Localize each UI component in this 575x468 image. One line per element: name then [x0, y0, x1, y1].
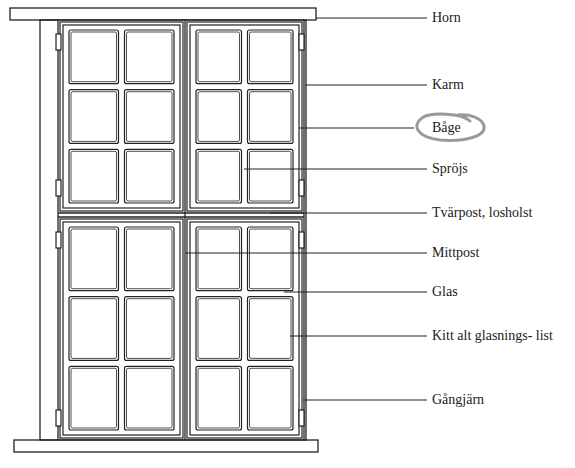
hinge — [56, 34, 61, 50]
glass-pane — [196, 90, 242, 144]
leader-line — [284, 292, 427, 293]
part-label: Spröjs — [432, 160, 468, 178]
hinge — [299, 34, 304, 50]
putty-line — [127, 229, 173, 289]
part-label: Glas — [432, 283, 458, 301]
putty-line — [71, 229, 117, 289]
putty-line — [198, 151, 240, 201]
putty-line — [198, 32, 240, 82]
glass-pane — [196, 30, 242, 84]
glass-pane — [69, 297, 119, 361]
leader-line — [185, 253, 427, 254]
hinge — [56, 232, 61, 248]
part-label: Mittpost — [432, 244, 479, 262]
glass-pane — [125, 90, 175, 144]
putty-line — [71, 368, 117, 428]
part-label: Horn — [432, 9, 461, 27]
glass-pane — [196, 297, 242, 361]
putty-line — [250, 151, 292, 201]
putty-line — [198, 92, 240, 142]
hinge — [56, 410, 61, 426]
glass-pane — [248, 149, 294, 203]
sash-inner — [190, 222, 299, 435]
part-label: Kitt alt glasnings- list — [432, 325, 560, 347]
part-label: Gångjärn — [432, 391, 484, 409]
highlight-circle — [417, 114, 484, 140]
glass-pane — [69, 149, 119, 203]
putty-line — [127, 32, 173, 82]
glass-pane — [69, 227, 119, 291]
sash-bage — [187, 22, 302, 211]
leader-line — [244, 169, 427, 170]
glass-pane — [196, 149, 242, 203]
leader-line — [299, 128, 414, 129]
leader-line — [290, 336, 427, 337]
sash-inner — [63, 222, 180, 435]
leader-line — [305, 85, 427, 86]
glass-pane — [248, 90, 294, 144]
glass-pane — [125, 366, 175, 430]
leader-line — [303, 400, 427, 401]
glass-pane — [248, 227, 294, 291]
leader-line — [270, 213, 427, 214]
leader-line — [316, 18, 427, 19]
putty-line — [127, 299, 173, 359]
bottom-horn — [14, 440, 318, 452]
glass-pane — [69, 366, 119, 430]
glass-pane — [125, 297, 175, 361]
hinge — [56, 180, 61, 196]
putty-line — [71, 92, 117, 142]
putty-line — [250, 299, 292, 359]
glass-pane — [125, 227, 175, 291]
glass-pane — [248, 366, 294, 430]
putty-line — [198, 368, 240, 428]
hinge — [299, 180, 304, 196]
putty-line — [250, 368, 292, 428]
part-label: Båge — [432, 119, 461, 137]
putty-line — [71, 32, 117, 82]
hinge — [299, 232, 304, 248]
putty-line — [250, 92, 292, 142]
glass-pane — [69, 90, 119, 144]
hinge — [299, 410, 304, 426]
sash-bage — [187, 219, 302, 438]
putty-line — [71, 299, 117, 359]
putty-line — [198, 299, 240, 359]
part-label: Karm — [432, 76, 464, 94]
putty-line — [127, 92, 173, 142]
sash-bage — [60, 22, 183, 211]
glass-pane — [248, 30, 294, 84]
putty-line — [198, 229, 240, 289]
glass-pane — [248, 297, 294, 361]
glass-pane — [125, 149, 175, 203]
putty-line — [250, 229, 292, 289]
sash-inner — [190, 25, 299, 208]
glass-pane — [196, 366, 242, 430]
part-label: Tvärpost, losholst — [432, 204, 532, 222]
sash-inner — [63, 25, 180, 208]
putty-line — [71, 151, 117, 201]
glass-pane — [125, 30, 175, 84]
putty-line — [127, 151, 173, 201]
putty-line — [250, 32, 292, 82]
glass-pane — [196, 227, 242, 291]
glass-pane — [69, 30, 119, 84]
putty-line — [127, 368, 173, 428]
sash-bage — [60, 219, 183, 438]
frame-karm — [40, 20, 306, 440]
top-horn — [10, 8, 316, 20]
